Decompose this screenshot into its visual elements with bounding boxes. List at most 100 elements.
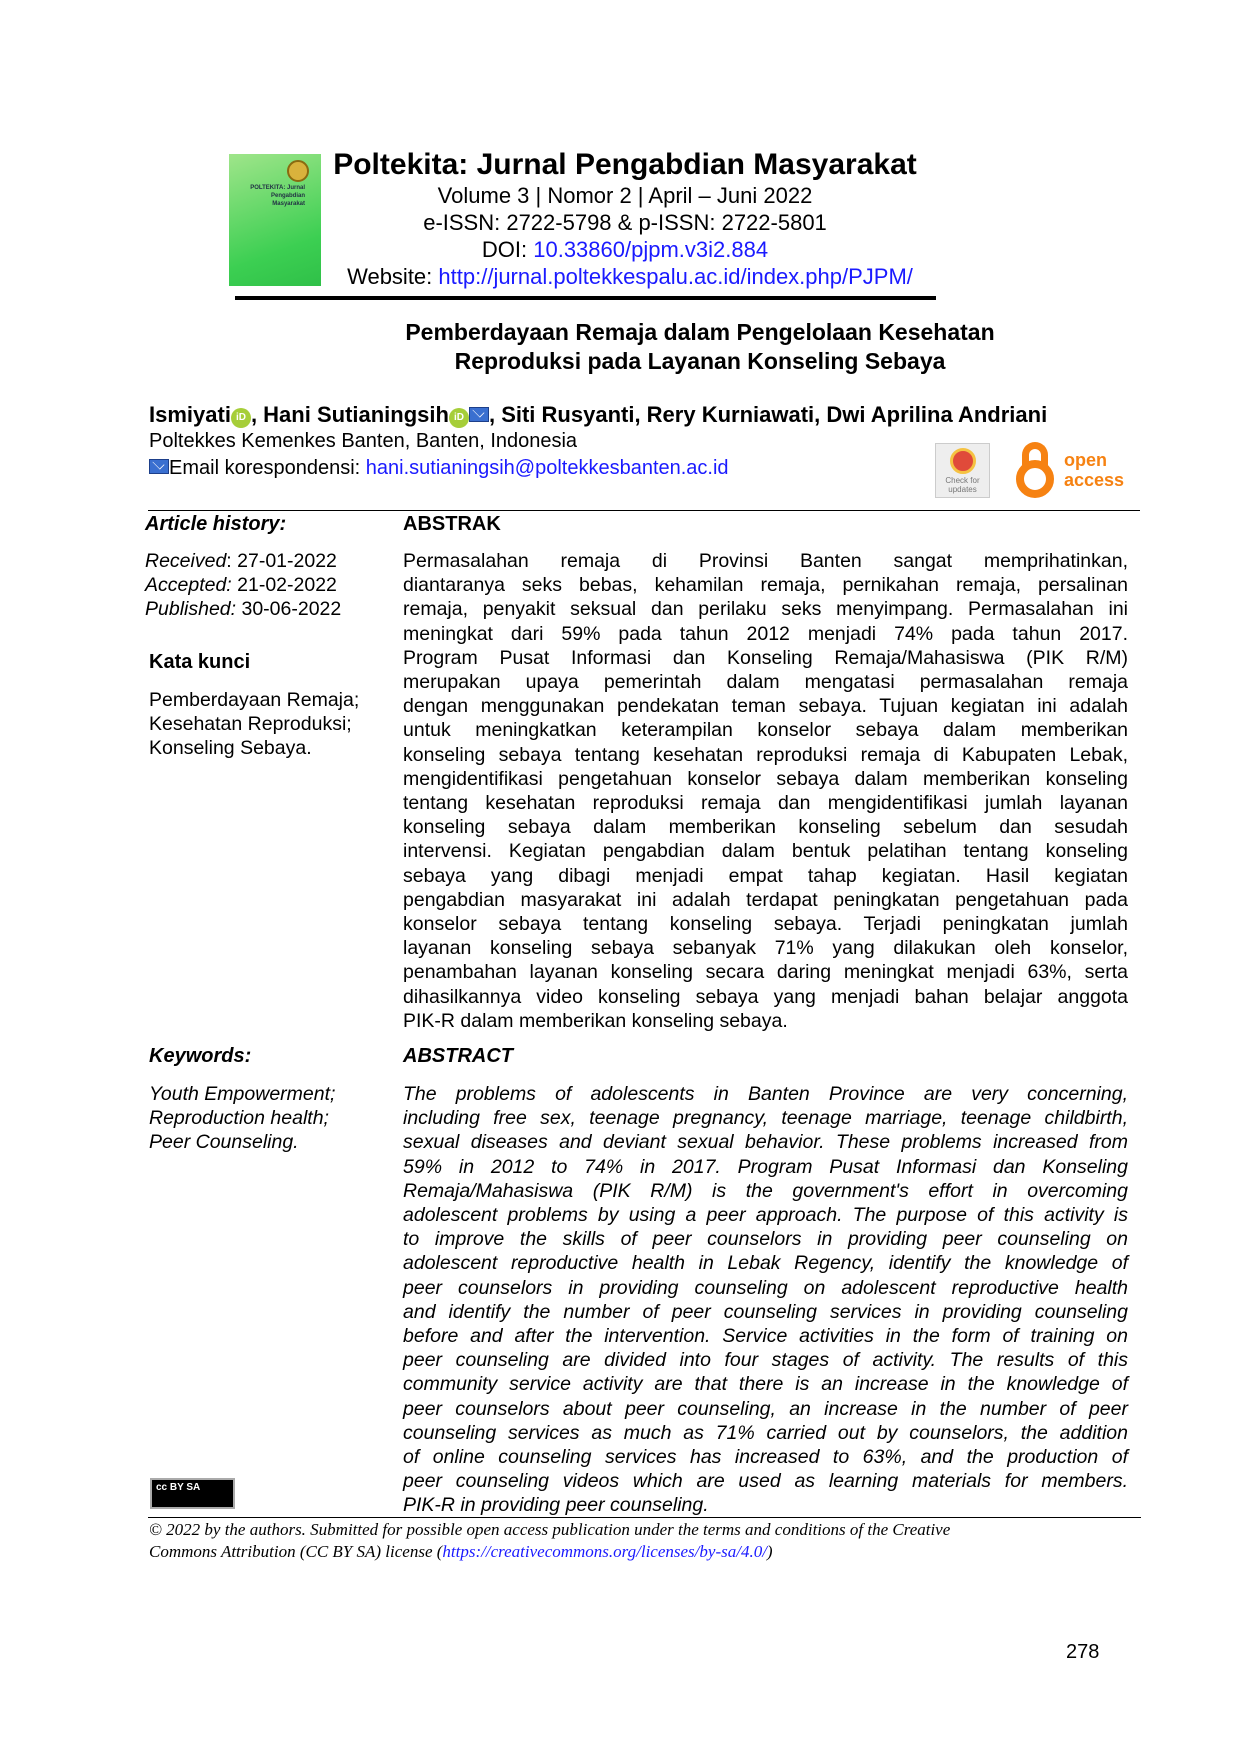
- lock-shackle: [1022, 442, 1048, 468]
- published-date: 30-06-2022: [236, 598, 342, 621]
- abstract-text: The problems of adolescents in Banten Pr…: [403, 1082, 1128, 1518]
- paragraph-line: sexual diseases and deviant sexual behav…: [403, 1131, 1128, 1154]
- email-link[interactable]: hani.sutianingsih@poltekkesbanten.ac.id: [365, 457, 729, 479]
- paragraph-line: peer counselors in providing counseling …: [403, 1276, 1128, 1299]
- mail-icon[interactable]: [468, 407, 489, 422]
- paragraph-line: untuk meningkatkan keterampilan konselor…: [403, 719, 1128, 742]
- bookmark-icon: [949, 448, 976, 474]
- keyword-item: Youth Empowerment;: [149, 1083, 336, 1105]
- article-title-line-1: Pemberdayaan Remaja dalam Pengelolaan Ke…: [405, 319, 995, 345]
- paragraph-line: Program Pusat Informasi dan Konseling Re…: [403, 646, 1128, 669]
- paragraph-line: counseling services as much as 71% carri…: [403, 1421, 1128, 1444]
- separator: ,: [250, 402, 264, 427]
- orcid-icon[interactable]: iD: [230, 408, 251, 428]
- paragraph-line: community service activity are that ther…: [403, 1373, 1128, 1396]
- paragraph-line: meningkat dari 59% pada tahun 2012 menja…: [403, 622, 1128, 645]
- article-history-heading: Article history:: [145, 513, 287, 535]
- journal-title: Poltekita: Jurnal Pengabdian Masyarakat: [333, 148, 917, 181]
- license-link[interactable]: https://creativecommons.org/licenses/by-…: [442, 1542, 767, 1561]
- page-number: 278: [1066, 1641, 1100, 1663]
- paragraph-line: mengidentifikasi pengetahuan konselor se…: [403, 767, 1128, 790]
- kata-kunci-item: Konseling Sebaya.: [149, 737, 312, 760]
- volume-info: Volume 3 | Nomor 2 | April – Juni 2022: [437, 183, 813, 208]
- orcid-icon[interactable]: iD: [448, 408, 469, 428]
- kata-kunci-heading: Kata kunci: [149, 651, 251, 673]
- paragraph-line: to improve the skills of peer counselors…: [403, 1228, 1128, 1251]
- paragraph-line: including free sex, teenage pregnancy, t…: [403, 1107, 1128, 1130]
- paragraph-line: pengabdian masyarakat ini adalah terdapa…: [403, 888, 1128, 911]
- article-title-line-2: Reproduksi pada Layanan Konseling Sebaya: [454, 348, 946, 374]
- cc-by-sa-license-icon[interactable]: cc BY SA: [150, 1478, 235, 1509]
- paragraph-line: peer counselors about peer counseling, a…: [403, 1397, 1128, 1420]
- paragraph-line: merupakan upaya pemerintah dalam mengata…: [403, 671, 1128, 694]
- footer-divider: [148, 1517, 1141, 1518]
- paragraph-line: peer counseling are divided into four st…: [403, 1349, 1128, 1372]
- paragraph-line: layanan konseling sebaya sebanyak 71% ya…: [403, 937, 1128, 960]
- paragraph-line: and identify the number of peer counseli…: [403, 1300, 1128, 1323]
- paren: ): [766, 1542, 773, 1561]
- email-line: Email korespondensi: hani.sutianingsih@p…: [149, 457, 729, 480]
- email-label: Email korespondensi:: [169, 457, 366, 479]
- kata-kunci-item: Kesehatan Reproduksi;: [149, 713, 352, 736]
- keyword-item: Reproduction health;: [149, 1107, 329, 1130]
- kata-kunci-list: Pemberdayaan Remaja; Kesehatan Reproduks…: [149, 688, 359, 761]
- paragraph-line: dihasilkannya video konseling sebaya yan…: [403, 985, 1128, 1008]
- website-link[interactable]: http://jurnal.poltekkespalu.ac.id/index.…: [438, 264, 913, 289]
- paragraph-line: konselor sebaya tentang konseling sebaya…: [403, 913, 1128, 936]
- affiliation: Poltekkes Kemenkes Banten, Banten, Indon…: [149, 430, 578, 452]
- website-label: Website:: [347, 264, 439, 289]
- paragraph-line: PIK-R in providing peer counseling.: [403, 1494, 709, 1517]
- keywords-list: Youth Empowerment; Reproduction health; …: [149, 1082, 335, 1155]
- received-date: : 27-01-2022: [226, 550, 337, 572]
- cover-text: POLTEKITA: Jurnal Pengabdian Masyarakat: [250, 185, 305, 207]
- paragraph-line: dengan menggunakan pendekatan teman seba…: [403, 695, 1128, 718]
- doi-link[interactable]: 10.33860/pjpm.v3i2.884: [533, 237, 769, 262]
- issn-info: e-ISSN: 2722-5798 & p-ISSN: 2722-5801: [423, 210, 827, 235]
- paragraph-line: Remaja/Mahasiswa (PIK R/M) is the govern…: [403, 1179, 1128, 1202]
- seal-icon: [287, 160, 309, 182]
- accepted-label: Accepted:: [145, 574, 232, 597]
- mail-icon: [149, 459, 169, 474]
- paragraph-line: tentang kesehatan reproduksi remaja dan …: [403, 792, 1128, 815]
- paragraph-line: penambahan layanan konseling secara dari…: [403, 961, 1128, 984]
- abstract-heading: ABSTRACT: [403, 1045, 513, 1067]
- paragraph-line: konseling sebaya dalam memberikan konsel…: [403, 816, 1128, 839]
- copyright-line-2: Commons Attribution (CC BY SA) license (…: [149, 1541, 773, 1563]
- author-name: Ismiyati: [149, 402, 231, 427]
- paragraph-line: peer counseling videos which are used as…: [403, 1470, 1128, 1493]
- website-line: Website: http://jurnal.poltekkespalu.ac.…: [300, 263, 960, 290]
- copyright-line-1: © 2022 by the authors. Submitted for pos…: [149, 1520, 951, 1539]
- paragraph-line: PIK-R dalam memberikan konseling sebaya.: [403, 1009, 788, 1032]
- author-name: Hani Sutianingsih: [263, 402, 449, 427]
- doi-line: DOI: 10.33860/pjpm.v3i2.884: [320, 236, 930, 263]
- section-divider: [148, 510, 1140, 511]
- journal-cover-image: POLTEKITA: Jurnal Pengabdian Masyarakat: [229, 154, 321, 286]
- doi-label: DOI:: [481, 237, 534, 262]
- open-label: open: [1064, 450, 1107, 470]
- abstrak-text: Permasalahan remaja di Provinsi Banten s…: [403, 549, 1128, 1033]
- paragraph-line: 59% in 2012 to 74% in 2017. Program Pusa…: [403, 1155, 1128, 1178]
- header-divider: [235, 296, 936, 300]
- paragraph-line: intervensi. Kegiatan pengabdian dalam be…: [403, 840, 1128, 863]
- check-for-updates-badge[interactable]: Check for updates: [935, 443, 990, 498]
- paragraph-line: adolescent reproductive health in Lebak …: [403, 1252, 1128, 1275]
- paragraph-line: before and after the intervention. Servi…: [403, 1325, 1128, 1348]
- check-updates-label: Check for updates: [945, 476, 980, 494]
- paragraph-line: diantaranya seks bebas, kehamilan remaja…: [403, 574, 1128, 597]
- received-label: Received: [145, 550, 227, 572]
- paragraph-line: remaja, penyakit seksual dan perilaku se…: [403, 598, 1128, 621]
- keyword-item: Peer Counseling.: [149, 1131, 299, 1154]
- paragraph-line: Permasalahan remaja di Provinsi Banten s…: [403, 550, 1128, 572]
- abstrak-heading: ABSTRAK: [403, 513, 501, 535]
- published-label: Published:: [145, 598, 237, 621]
- paragraph-line: of online counseling services has increa…: [403, 1446, 1128, 1469]
- paragraph-line: The problems of adolescents in Banten Pr…: [403, 1083, 1128, 1105]
- kata-kunci-item: Pemberdayaan Remaja;: [149, 689, 360, 711]
- article-history: Received: 27-01-2022 Accepted: 21-02-202…: [145, 549, 395, 622]
- keywords-heading: Keywords:: [149, 1045, 252, 1067]
- paragraph-line: adolescent problems by using a peer appr…: [403, 1204, 1128, 1227]
- paragraph-line: konseling sebaya tentang kesehatan repro…: [403, 743, 1128, 766]
- access-label: access: [1064, 470, 1125, 490]
